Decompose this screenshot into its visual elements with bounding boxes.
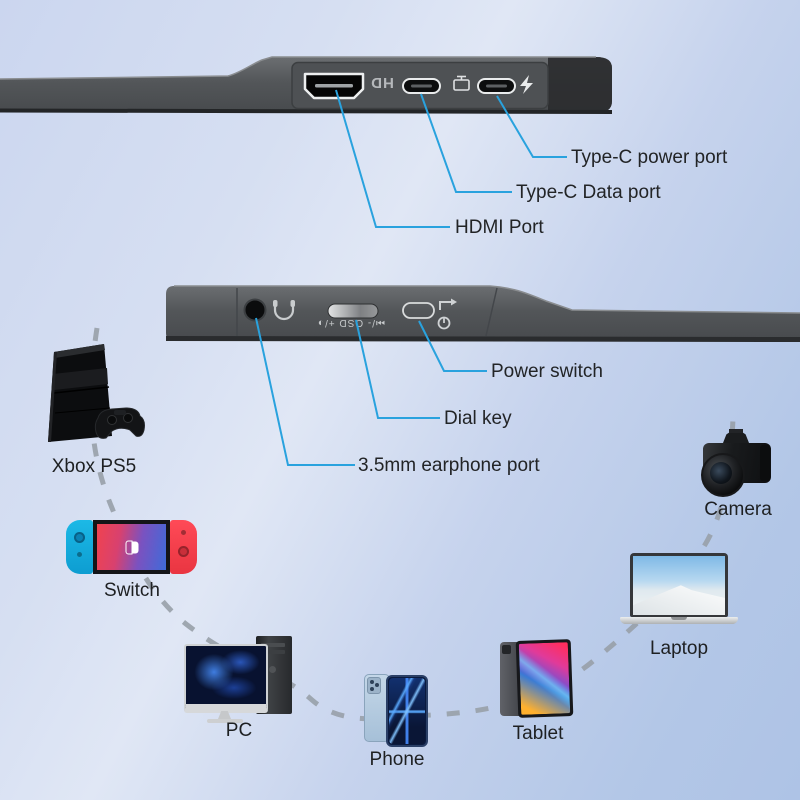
label-earphone-port: 3.5mm earphone port [358, 455, 540, 476]
callout-line-dial-key [355, 319, 440, 419]
laptop-screen [630, 553, 728, 617]
lightning-icon [520, 75, 533, 94]
joycon-right [170, 520, 197, 574]
monitor-icon [453, 75, 470, 91]
device-switch: Switch [66, 518, 198, 608]
device-label-console: Xbox PS5 [51, 456, 137, 477]
power-switch-button [402, 302, 435, 319]
monitor-side-edge [165, 285, 800, 342]
device-label-laptop: Laptop [649, 638, 709, 659]
dial-key [327, 303, 379, 319]
device-pc: PC [180, 630, 298, 742]
switch-logo-icon [125, 540, 138, 555]
hdmi-port-icon [303, 72, 365, 100]
pc-monitor [184, 644, 268, 713]
laptop-base [620, 617, 738, 624]
headset-icon [273, 300, 295, 321]
device-label-tablet: Tablet [512, 723, 564, 744]
tablet-camera-module [502, 645, 511, 654]
label-power-switch: Power switch [491, 361, 603, 382]
phone-front [386, 675, 428, 747]
device-laptop: Laptop [620, 553, 738, 659]
type-c-data-port-icon [402, 78, 441, 94]
device-label-pc: PC [225, 720, 253, 741]
callout-line-earphone [255, 317, 355, 466]
gamepad-illustration [94, 407, 145, 439]
device-tablet: Tablet [500, 637, 576, 745]
callout-line-type-c-data [420, 93, 512, 193]
callout-line-power-switch [418, 320, 487, 372]
device-label-phone: Phone [369, 749, 425, 770]
tablet-front [515, 639, 574, 718]
earphone-jack-icon [243, 298, 267, 322]
device-label-switch: Switch [104, 580, 160, 601]
callout-line-type-c-power [496, 95, 567, 158]
device-console: Xbox PS5 [38, 338, 150, 480]
label-dial-key: Dial key [444, 408, 512, 429]
label-hdmi-port: HDMI Port [455, 217, 544, 238]
label-type-c-power-port: Type-C power port [571, 147, 728, 168]
type-c-power-port-icon [477, 78, 516, 94]
console-illustration [48, 344, 145, 442]
device-phone: Phone [364, 671, 430, 771]
switch-screen [93, 520, 170, 574]
device-label-camera: Camera [704, 499, 772, 520]
side-edge-body [166, 286, 800, 341]
callout-line-hdmi [335, 89, 450, 228]
device-camera: Camera [697, 427, 779, 523]
joycon-left [66, 520, 93, 574]
return-arrow-icon [439, 298, 457, 310]
monitor-top-edge [0, 56, 613, 114]
label-type-c-data-port: Type-C Data port [516, 182, 661, 203]
phone-camera-module [367, 677, 381, 694]
power-symbol-icon [437, 316, 451, 330]
